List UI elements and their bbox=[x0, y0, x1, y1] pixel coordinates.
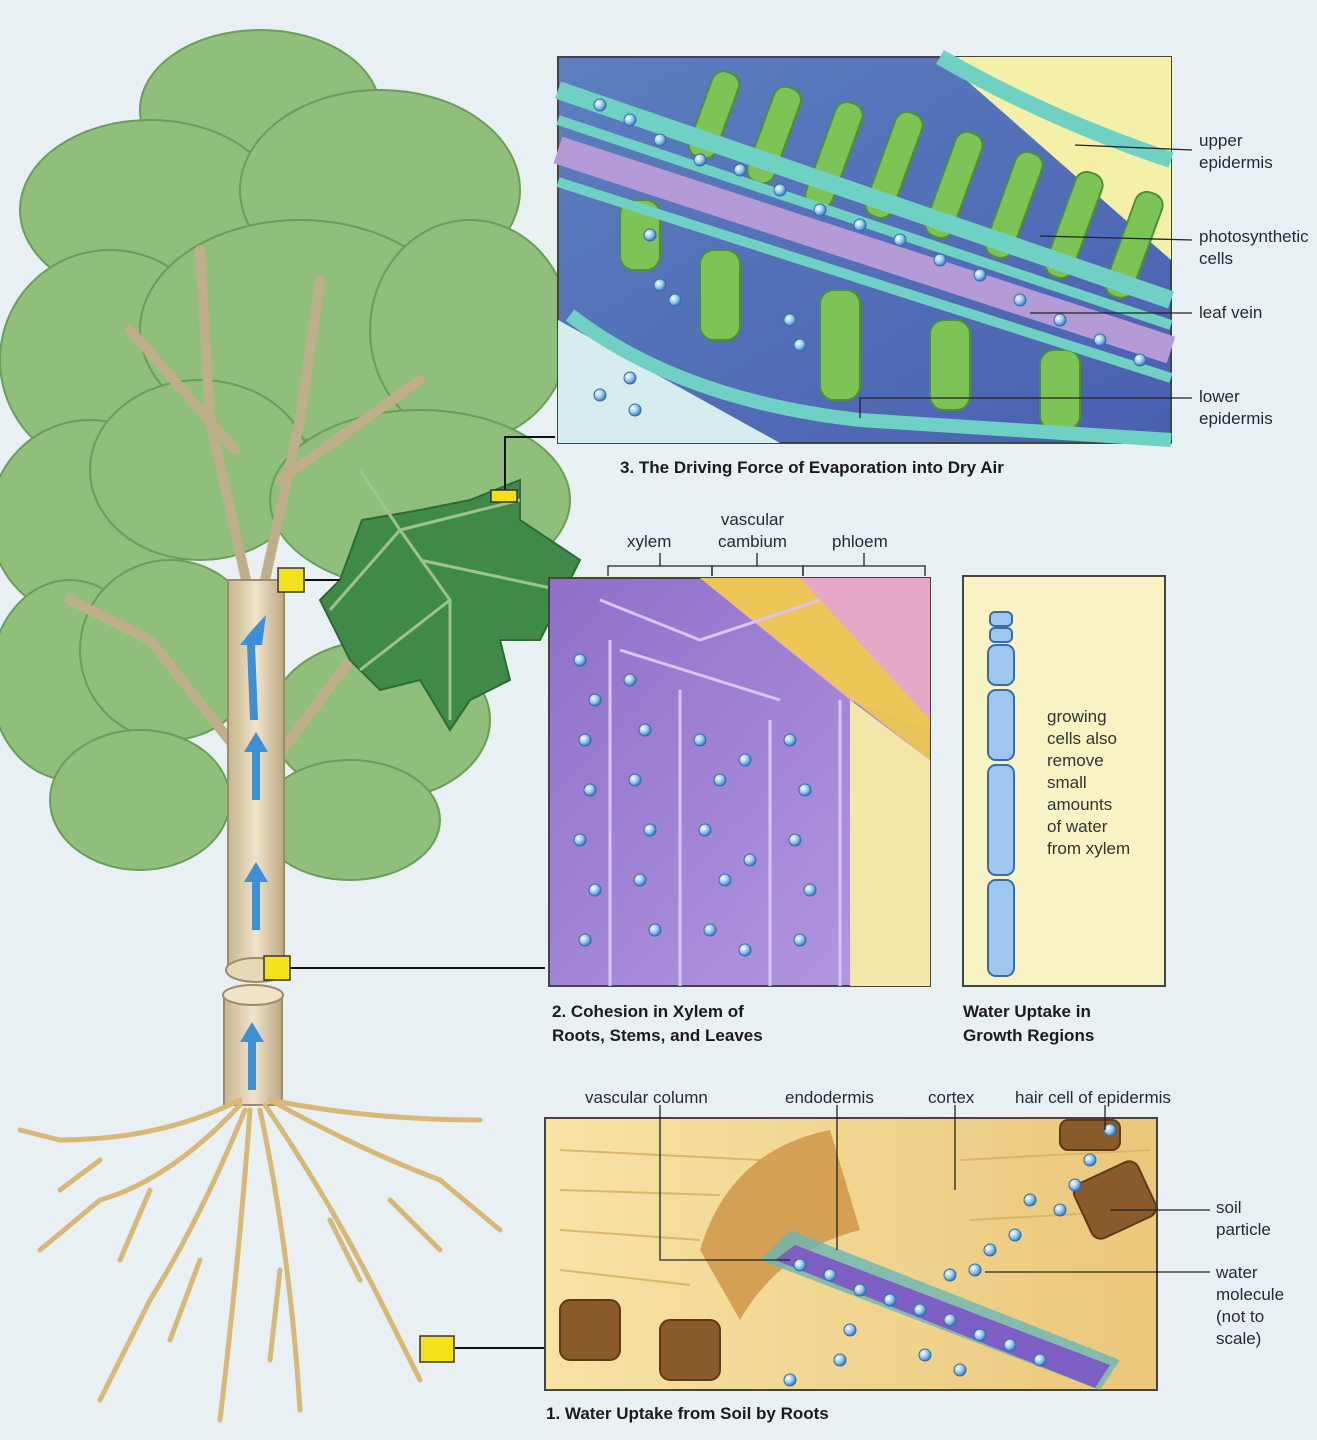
label-phloem: phloem bbox=[832, 531, 888, 553]
label-xylem: xylem bbox=[627, 531, 671, 553]
label-upper-epidermis: upper epidermis bbox=[1199, 130, 1273, 174]
label-endodermis: endodermis bbox=[785, 1087, 874, 1109]
tree-illustration bbox=[0, 30, 580, 1420]
label-lower-epidermis: lower epidermis bbox=[1199, 386, 1273, 430]
label-water-molecule: water molecule (not to scale) bbox=[1216, 1262, 1284, 1350]
tree-roots bbox=[20, 1100, 500, 1420]
label-photosynthetic-cells: photosynthetic cells bbox=[1199, 226, 1309, 270]
label-vascular-cambium: vascular cambium bbox=[718, 509, 787, 553]
growth-note: growing cells also remove small amounts … bbox=[1047, 706, 1130, 860]
xylem-panel bbox=[549, 553, 930, 986]
caption-growth-regions: Water Uptake in Growth Regions bbox=[963, 1000, 1094, 1048]
root-cross-section-panel bbox=[545, 1105, 1210, 1390]
label-soil-particle: soil particle bbox=[1216, 1197, 1271, 1241]
label-vascular-column: vascular column bbox=[585, 1087, 708, 1109]
leaf-cross-section-panel bbox=[558, 57, 1192, 443]
label-cortex: cortex bbox=[928, 1087, 974, 1109]
label-leaf-vein: leaf vein bbox=[1199, 302, 1262, 324]
caption-cohesion: 2. Cohesion in Xylem of Roots, Stems, an… bbox=[552, 1000, 763, 1048]
label-hair-cell: hair cell of epidermis bbox=[1015, 1087, 1171, 1109]
caption-evaporation: 3. The Driving Force of Evaporation into… bbox=[620, 456, 1004, 480]
caption-root-uptake: 1. Water Uptake from Soil by Roots bbox=[546, 1402, 829, 1426]
